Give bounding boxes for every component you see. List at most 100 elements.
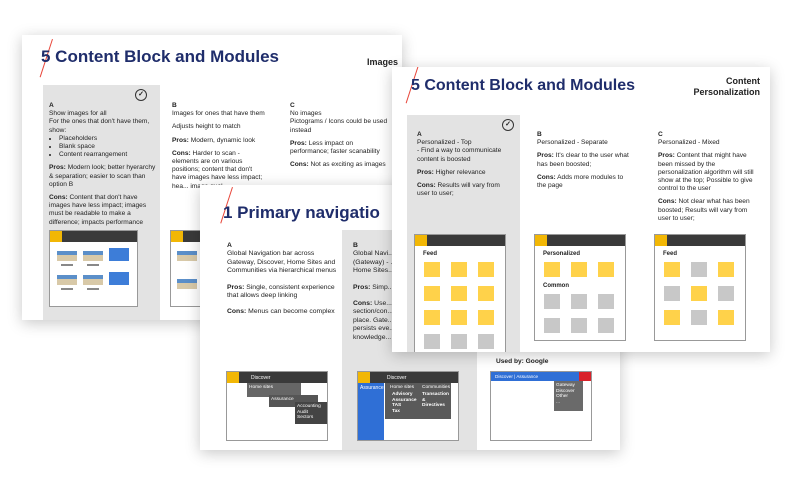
wireframe-header <box>227 372 327 383</box>
content-tile-personalized <box>478 262 494 277</box>
image-thumbnail <box>177 276 197 289</box>
menu-item[interactable]: Advisory <box>392 392 413 397</box>
pros-text: Higher relevance <box>435 168 486 176</box>
wireframe-logo-block <box>358 372 370 383</box>
option-heading: Personalized - Top <box>417 139 472 147</box>
content-tile-personalized <box>424 262 440 277</box>
option-intro: No images <box>290 110 322 118</box>
cons-label: Cons: <box>417 182 436 190</box>
wireframe-logo-block <box>655 235 667 246</box>
menu-item[interactable]: & <box>422 397 426 403</box>
menu-item[interactable]: Gateway <box>556 383 575 388</box>
menu-item[interactable]: Home sites <box>249 385 273 390</box>
content-tile-personalized <box>691 286 707 301</box>
option-detail: - Find a way to communicate content is b… <box>417 147 502 163</box>
content-tile-personalized <box>478 310 494 325</box>
content-tile-personalized <box>424 310 440 325</box>
option-intro-2: For the ones that don't have them, show: <box>49 118 150 134</box>
wireframe-header <box>655 235 745 246</box>
content-tile-common <box>691 310 707 325</box>
cons-label: Cons: <box>227 308 247 316</box>
sidebar-item-assurance[interactable]: Assurance <box>360 385 384 391</box>
slide-title: 5 Content Block and Modules <box>41 47 280 66</box>
menu-item[interactable]: Directives <box>422 403 445 408</box>
wireframe-feed-mixed: Feed <box>654 234 746 341</box>
content-tile-personalized <box>664 310 680 325</box>
cons-text: Content that don't have images have less… <box>49 194 147 226</box>
option-c: Used by: Google <box>496 358 606 366</box>
content-tile-common <box>478 334 494 349</box>
menu-submenu: Accounting Audit Sectors <box>295 402 327 424</box>
menu-item[interactable]: TAS <box>392 403 402 408</box>
option-b: B Global Navi... (Gateway) - ... Home Si… <box>353 242 403 347</box>
option-c: C No images Pictograms / Icons could be … <box>290 102 388 174</box>
content-tile-personalized <box>718 262 734 277</box>
wireframe-nav-hierarchical: Discover Home sites Assurance Accounting… <box>226 371 328 441</box>
content-tile-personalized <box>664 262 680 277</box>
content-tile-common <box>451 334 467 349</box>
cons-label: Cons: <box>537 173 556 181</box>
menu-item[interactable]: Assurance <box>271 397 294 402</box>
menu-item[interactable]: Home sites <box>390 385 414 390</box>
wireframe-nav-sidebar: Discover Assurance Home sites Communitie… <box>357 371 459 441</box>
content-tile-personalized <box>451 286 467 301</box>
menu-item[interactable]: Discover <box>556 388 575 394</box>
option-intro: Images for ones that have them <box>172 110 265 118</box>
option-intro: Show images for all <box>49 110 107 118</box>
option-a: A Personalized - Top - Find a way to com… <box>417 131 507 203</box>
option-b: B Personalized - Separate Pros: It's cle… <box>537 131 632 195</box>
module-label: Personalized <box>543 251 581 257</box>
cons-label: Cons: <box>353 300 373 308</box>
nav-item-discover[interactable]: Discover <box>251 375 271 381</box>
option-a: A Global Navigation bar across Gateway, … <box>227 242 337 322</box>
menu-item[interactable]: Transaction <box>422 392 449 397</box>
nav-bar-text[interactable]: Discover | Assurance <box>495 374 539 379</box>
cons-text: Results will vary from user to user; <box>417 182 500 198</box>
wireframe-logo-block <box>227 372 239 383</box>
cons-text: Menus can become complex <box>248 308 335 316</box>
nav-item-discover[interactable]: Discover <box>387 375 407 381</box>
slide-content-personalization: 5 Content Block and Modules Content Pers… <box>392 67 770 352</box>
content-tile-common <box>598 294 614 309</box>
cons-text: Adds more modules to the page <box>537 173 624 190</box>
image-thumbnail <box>57 272 77 285</box>
menu-item[interactable]: Communities <box>422 385 450 390</box>
menu-item[interactable]: Other <box>556 394 568 399</box>
option-letter: A <box>227 242 232 249</box>
menu-item[interactable]: Audit <box>297 409 308 415</box>
module-label: Common <box>543 283 569 289</box>
option-letter: A <box>417 131 422 138</box>
menu-home-sites: Home sites <box>247 383 301 397</box>
cons-label: Cons: <box>49 194 68 202</box>
menu-panel: Home sites Communities Advisory Assuranc… <box>385 383 451 419</box>
content-tile-common <box>691 262 707 277</box>
content-tile-personalized <box>478 286 494 301</box>
pros-label: Pros: <box>658 152 675 160</box>
cons-text: Not clear what has been boosted; Results… <box>658 198 750 222</box>
option-intro-2: Pictograms / Icons could be used instead <box>290 118 388 134</box>
wireframe-logo-block <box>535 235 547 246</box>
content-tile-personalized <box>571 262 587 277</box>
menu-item[interactable]: Sectors <box>297 415 314 420</box>
cons-label: Cons: <box>172 149 191 157</box>
image-thumbnail <box>177 248 197 261</box>
option-letter: B <box>353 242 358 249</box>
used-by-label: Used by: Google <box>496 358 549 365</box>
submenu-list: Transaction & Directives <box>422 392 449 409</box>
menu-item[interactable]: Assurance <box>392 397 417 403</box>
text-line <box>87 264 99 266</box>
sidebar-nav: Assurance <box>358 383 384 440</box>
menu-item[interactable]: Tax <box>392 408 400 414</box>
slide-title: 1 Primary navigatio <box>223 203 380 222</box>
option-body: Global Navi... (Gateway) - ... Home Site… <box>353 250 397 275</box>
pros-text: Modern look; better hyerarchy & separati… <box>49 164 156 188</box>
option-letter: A <box>49 102 54 109</box>
cons-label: Cons: <box>658 198 677 206</box>
check-circle-icon: ✓ <box>135 89 147 101</box>
wireframe-nav-google: Discover | Assurance Gateway Discover Ot… <box>490 371 592 441</box>
module-label: Feed <box>663 251 678 257</box>
menu-item[interactable]: ... <box>556 399 560 405</box>
wireframe-header <box>50 231 137 242</box>
wireframe-logo-block <box>415 235 427 246</box>
menu-item[interactable]: Accounting <box>297 404 321 409</box>
